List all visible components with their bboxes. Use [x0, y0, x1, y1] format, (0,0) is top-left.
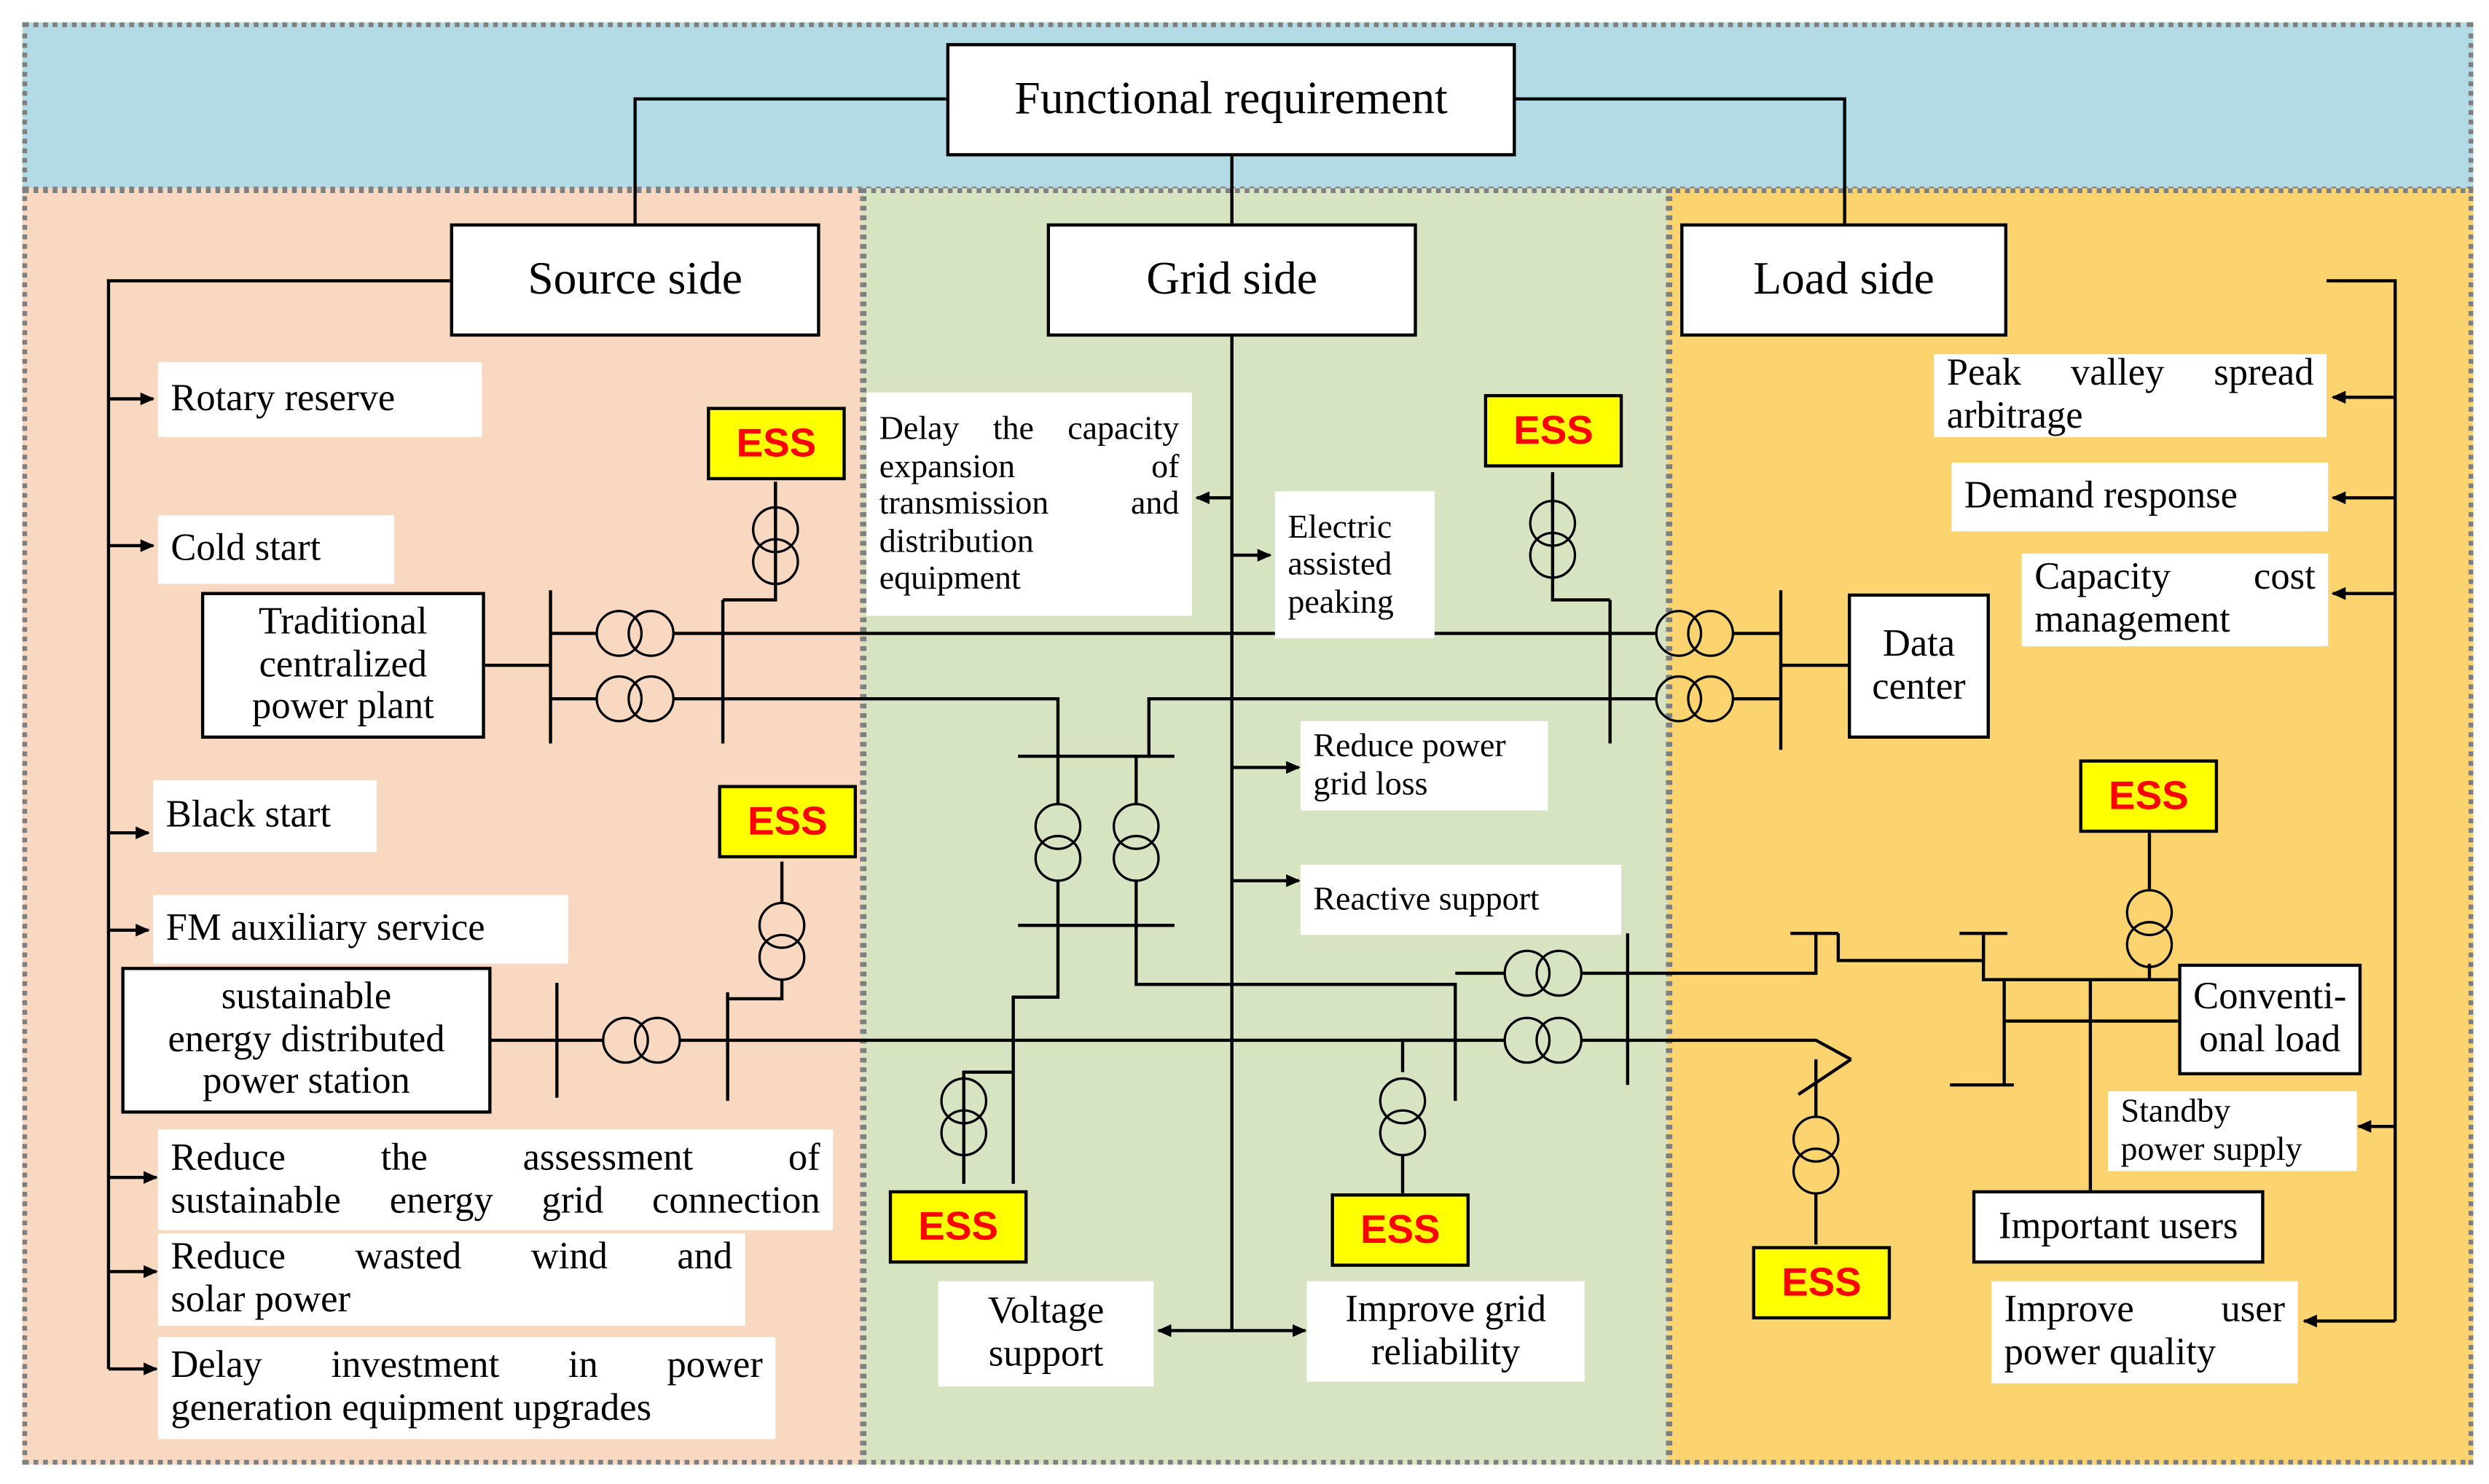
label-standby-power-supply: Standby power supply	[2107, 1091, 2357, 1171]
node-conventional-load: Conventi- onal load	[2178, 963, 2362, 1076]
label-reactive-support: Reactive support	[1300, 864, 1622, 935]
ess-source-bottom: ESS	[718, 785, 858, 859]
label-improve-user-power-quality: Improve user power quality	[1991, 1281, 2298, 1383]
label-reduce-wasted-power: Reduce wasted wind and solar power	[157, 1233, 745, 1326]
label-black-start: Black start	[153, 780, 377, 852]
label-cold-start: Cold start	[157, 515, 394, 584]
label-reduce-assessment: Reduce the assessment of sustainable ene…	[157, 1129, 834, 1230]
transformers	[595, 500, 2174, 1195]
ess-grid-right: ESS	[1330, 1193, 1470, 1267]
source-side-header: Source side	[450, 223, 820, 337]
label-fm-auxiliary-service: FM auxiliary service	[153, 895, 568, 964]
load-side-header: Load side	[1680, 223, 2008, 337]
ess-source-top: ESS	[707, 407, 846, 481]
ess-load-bottom: ESS	[1752, 1246, 1892, 1320]
node-data-center: Data center	[1848, 593, 1990, 739]
label-reduce-grid-loss: Reduce power grid loss	[1300, 721, 1548, 811]
tree-left	[633, 97, 946, 224]
functional-requirement-title: Functional requirement	[946, 43, 1516, 157]
label-electric-assisted-peaking: Electric assisted peaking	[1274, 491, 1435, 638]
node-traditional-power-plant: Traditional centralized power plant	[200, 592, 485, 739]
ess-grid-top: ESS	[1483, 393, 1623, 468]
label-demand-response: Demand response	[1951, 463, 2329, 532]
ess-grid-left: ESS	[888, 1190, 1028, 1264]
label-voltage-support: Voltage support	[938, 1281, 1154, 1387]
node-important-users: Important users	[1972, 1190, 2265, 1264]
ess-load-top: ESS	[2079, 759, 2219, 833]
grid-side-header: Grid side	[1046, 223, 1417, 337]
source-trunk	[106, 279, 450, 1370]
label-peak-valley-arbitrage: Peak valley spread arbitrage	[1934, 353, 2327, 438]
label-delay-capacity-expansion: Delay the capacity expansion of transmis…	[866, 392, 1192, 616]
label-rotary-reserve: Rotary reserve	[157, 362, 482, 438]
label-capacity-cost-management: Capacity cost management	[2021, 553, 2329, 646]
label-improve-grid-reliability: Improve grid reliability	[1306, 1281, 1585, 1382]
tree-right	[1516, 97, 1846, 224]
label-delay-investment: Delay investment in power generation equ…	[157, 1337, 776, 1440]
load-trunk	[2327, 279, 2397, 1322]
node-sustainable-power-station: sustainable energy distributed power sta…	[121, 967, 492, 1114]
